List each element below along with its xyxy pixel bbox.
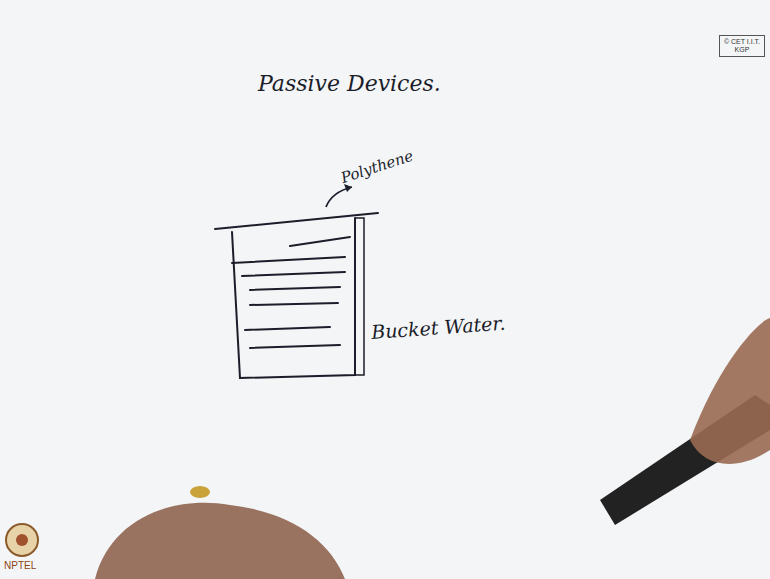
bracket	[355, 218, 364, 375]
nptel-logo	[16, 534, 28, 546]
logo-text: © CET I.I.T. KGP	[723, 38, 761, 54]
nptel-logo	[6, 524, 38, 556]
hand	[95, 503, 345, 579]
part-label: Polythene	[339, 148, 415, 187]
slide-title: Passive Devices.	[258, 72, 441, 96]
bucket-outline	[232, 218, 355, 378]
polythene-sheet	[215, 213, 378, 229]
water-lines	[232, 237, 350, 348]
logo-box: © CET I.I.T. KGP	[719, 35, 765, 57]
hand	[690, 318, 770, 464]
logo-text: NPTEL	[4, 560, 36, 571]
part-label: Bucket Water.	[371, 313, 507, 343]
ring	[190, 486, 210, 498]
